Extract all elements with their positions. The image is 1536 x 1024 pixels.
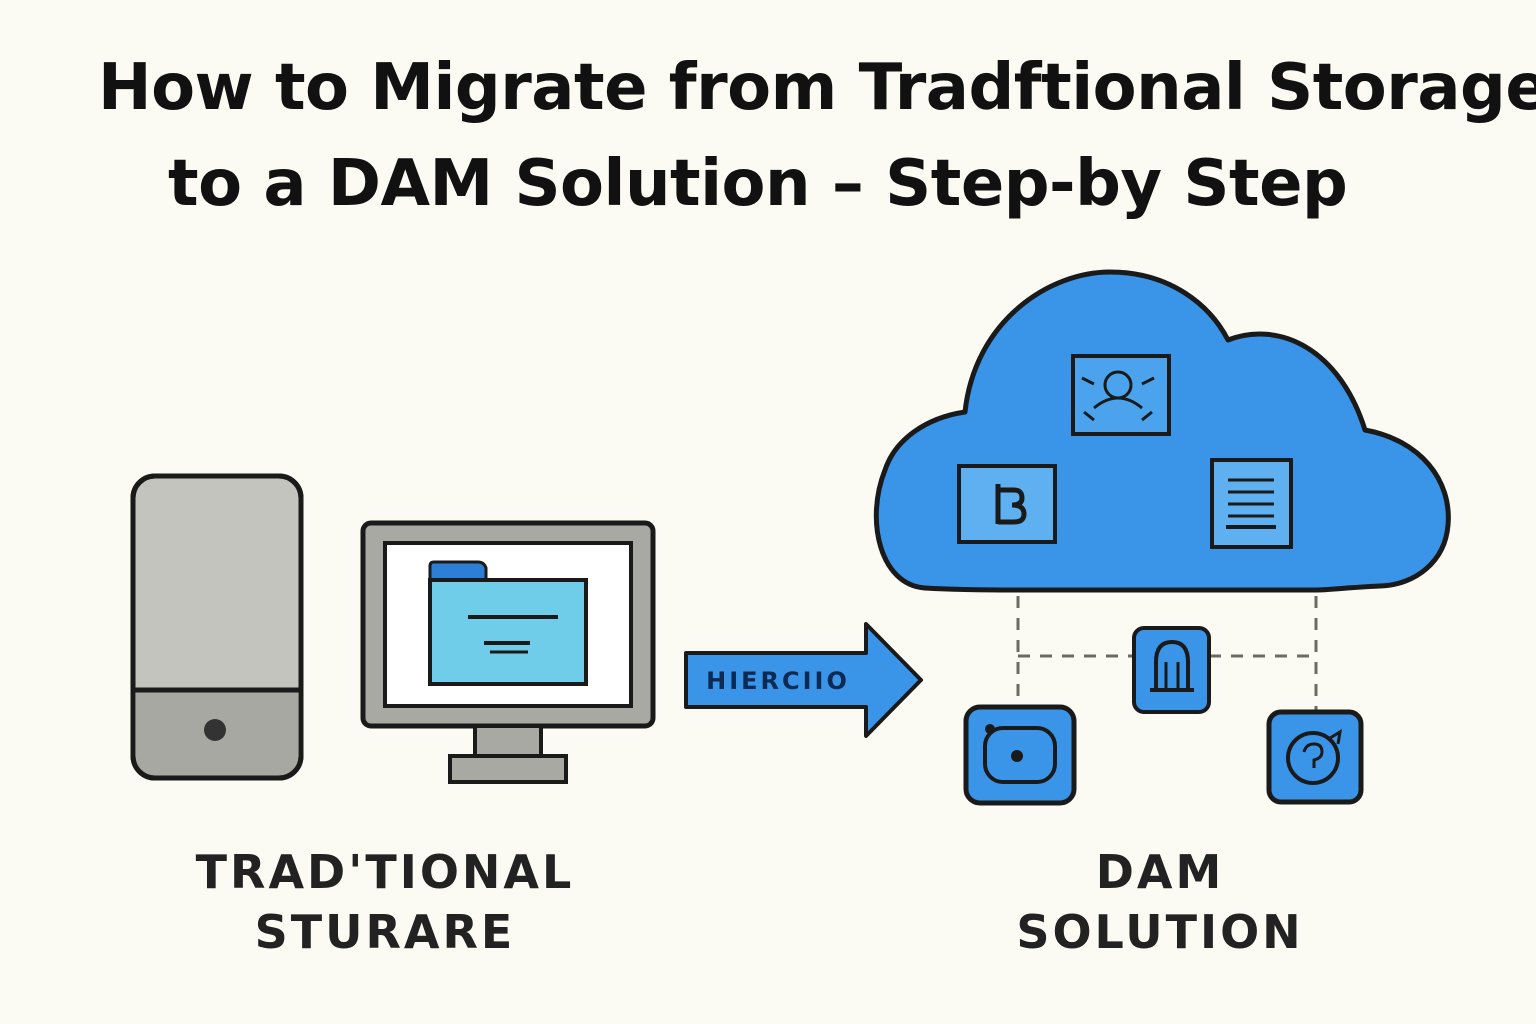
monitor-icon: [360, 520, 656, 784]
caption-line-1: TRAD'TIONAL: [195, 845, 575, 899]
cloud-icon: [873, 269, 1451, 593]
title-line-2: to a DAM Solution – Step-by Step: [168, 147, 1348, 221]
server-tower-icon: [130, 473, 304, 781]
title-line-1: How to Migrate from Tradftional Storage: [98, 51, 1536, 125]
traditional-storage-caption: TRAD'TIONAL STURARE: [170, 842, 600, 962]
migration-arrow: HIERCIIO: [684, 622, 923, 738]
image-asset-icon: [1071, 354, 1171, 436]
media-icon: [963, 704, 1077, 806]
caption-line-2: STURARE: [254, 905, 516, 959]
support-icon: [1266, 709, 1364, 805]
arrow-label: HIERCIIO: [706, 667, 850, 695]
text-document-icon: [1210, 458, 1293, 549]
lock-icon: [1132, 626, 1211, 714]
connector-lines: [1016, 596, 1318, 710]
folder-icon: [428, 560, 588, 686]
document-b-icon: [957, 464, 1057, 544]
caption-line-2: SOLUTION: [1016, 905, 1304, 959]
dam-solution-caption: DAM SOLUTION: [960, 842, 1360, 962]
caption-line-1: DAM: [1095, 845, 1225, 899]
